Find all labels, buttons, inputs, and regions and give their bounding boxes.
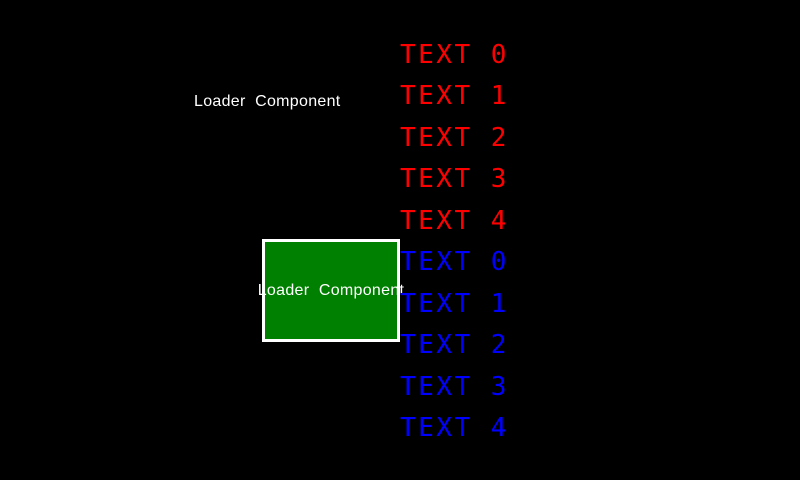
list-item[interactable]: TEXT 2 xyxy=(400,122,509,153)
list-item[interactable]: TEXT 0 xyxy=(400,247,509,278)
loader-component-box-label: Loader Component xyxy=(257,281,405,299)
list-item[interactable]: TEXT 3 xyxy=(400,164,509,195)
list-item[interactable]: TEXT 0 xyxy=(400,39,509,70)
text-item-list: TEXT 0 TEXT 1 TEXT 2 TEXT 3 TEXT 4 TEXT … xyxy=(400,34,509,449)
list-item[interactable]: TEXT 2 xyxy=(400,330,509,361)
list-item[interactable]: TEXT 4 xyxy=(400,205,509,236)
list-item[interactable]: TEXT 4 xyxy=(400,413,509,444)
list-item[interactable]: TEXT 1 xyxy=(400,288,509,319)
loader-component-box: Loader Component xyxy=(258,239,404,342)
list-item[interactable]: TEXT 3 xyxy=(400,371,509,402)
list-item[interactable]: TEXT 1 xyxy=(400,81,509,112)
loader-component-label: Loader Component xyxy=(194,93,341,110)
